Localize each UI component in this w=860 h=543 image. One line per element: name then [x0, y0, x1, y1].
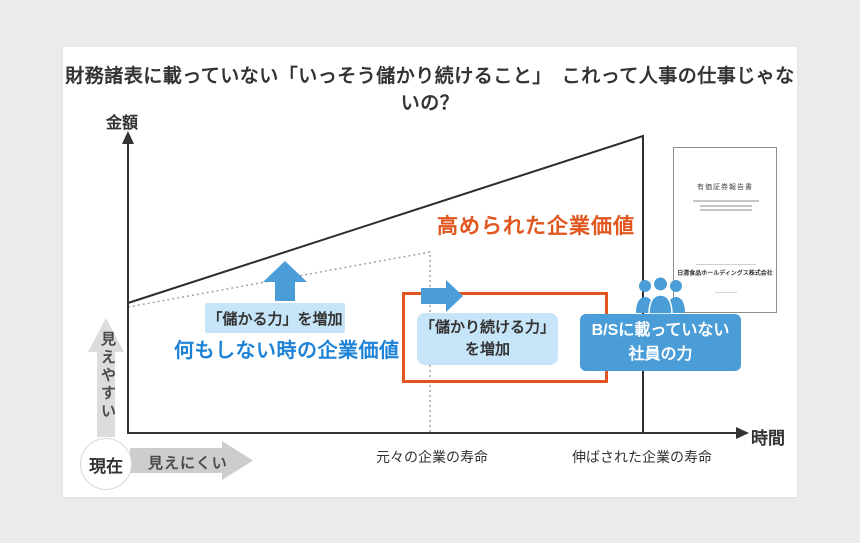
hard-to-see-label: 見えにくい: [148, 455, 228, 472]
no-action-value-label: 何もしない時の企業価値: [174, 340, 400, 362]
document-company-name: 日清食品ホールディングス株式会社: [677, 271, 773, 277]
x-tick-original-lifespan: 元々の企業の寿命: [376, 449, 488, 465]
document-text-line: [696, 264, 756, 265]
page-title: 財務諸表に載っていない「いっそう儲かり続けること」 これって人事の仕事じゃないの…: [65, 66, 795, 114]
up-arrow-icon: [263, 261, 307, 301]
now-badge: 現在: [80, 438, 132, 490]
document-text-line: [715, 292, 737, 293]
bs-employee-power-box: B/Sに載っていない 社員の力: [580, 314, 741, 371]
increase-sustain-power-label-line2: を増加: [464, 341, 510, 358]
hard-to-see-arrow-icon: [130, 441, 253, 480]
document-text-line: [700, 205, 752, 207]
increase-sustain-power-label-line1: 「儲かり続ける力」: [419, 319, 555, 336]
increase-profit-power-box: 「儲かる力」を増加: [205, 303, 345, 333]
increase-profit-power-label: 「儲かる力」を増加: [207, 310, 343, 328]
people-icon: [636, 276, 685, 315]
easy-to-see-arrow-icon: [88, 318, 124, 437]
right-arrow-icon: [421, 280, 463, 312]
enhanced-value-label: 高められた企業価値: [437, 215, 635, 238]
x-axis-label: 時間: [751, 429, 785, 448]
bs-employee-power-label-line2: 社員の力: [628, 345, 693, 363]
securities-report-document: 有価証券報告書 日清食品ホールディングス株式会社: [673, 147, 777, 313]
y-axis-label: 金額: [106, 115, 139, 132]
y-axis-arrowhead-icon: [122, 131, 134, 144]
x-axis-arrowhead-icon: [736, 427, 749, 439]
easy-to-see-label: 見えやすい: [99, 331, 116, 421]
x-tick-extended-lifespan: 伸ばされた企業の寿命: [572, 449, 712, 465]
increase-sustain-power-box: 「儲かり続ける力」 を増加: [417, 313, 558, 365]
document-title: 有価証券報告書: [697, 183, 753, 191]
document-text-line: [700, 209, 752, 211]
now-label: 現在: [89, 456, 123, 476]
document-text-line: [693, 200, 759, 202]
bs-employee-power-label-line1: B/Sに載っていない: [591, 321, 730, 339]
no-action-value-line: [127, 251, 431, 433]
